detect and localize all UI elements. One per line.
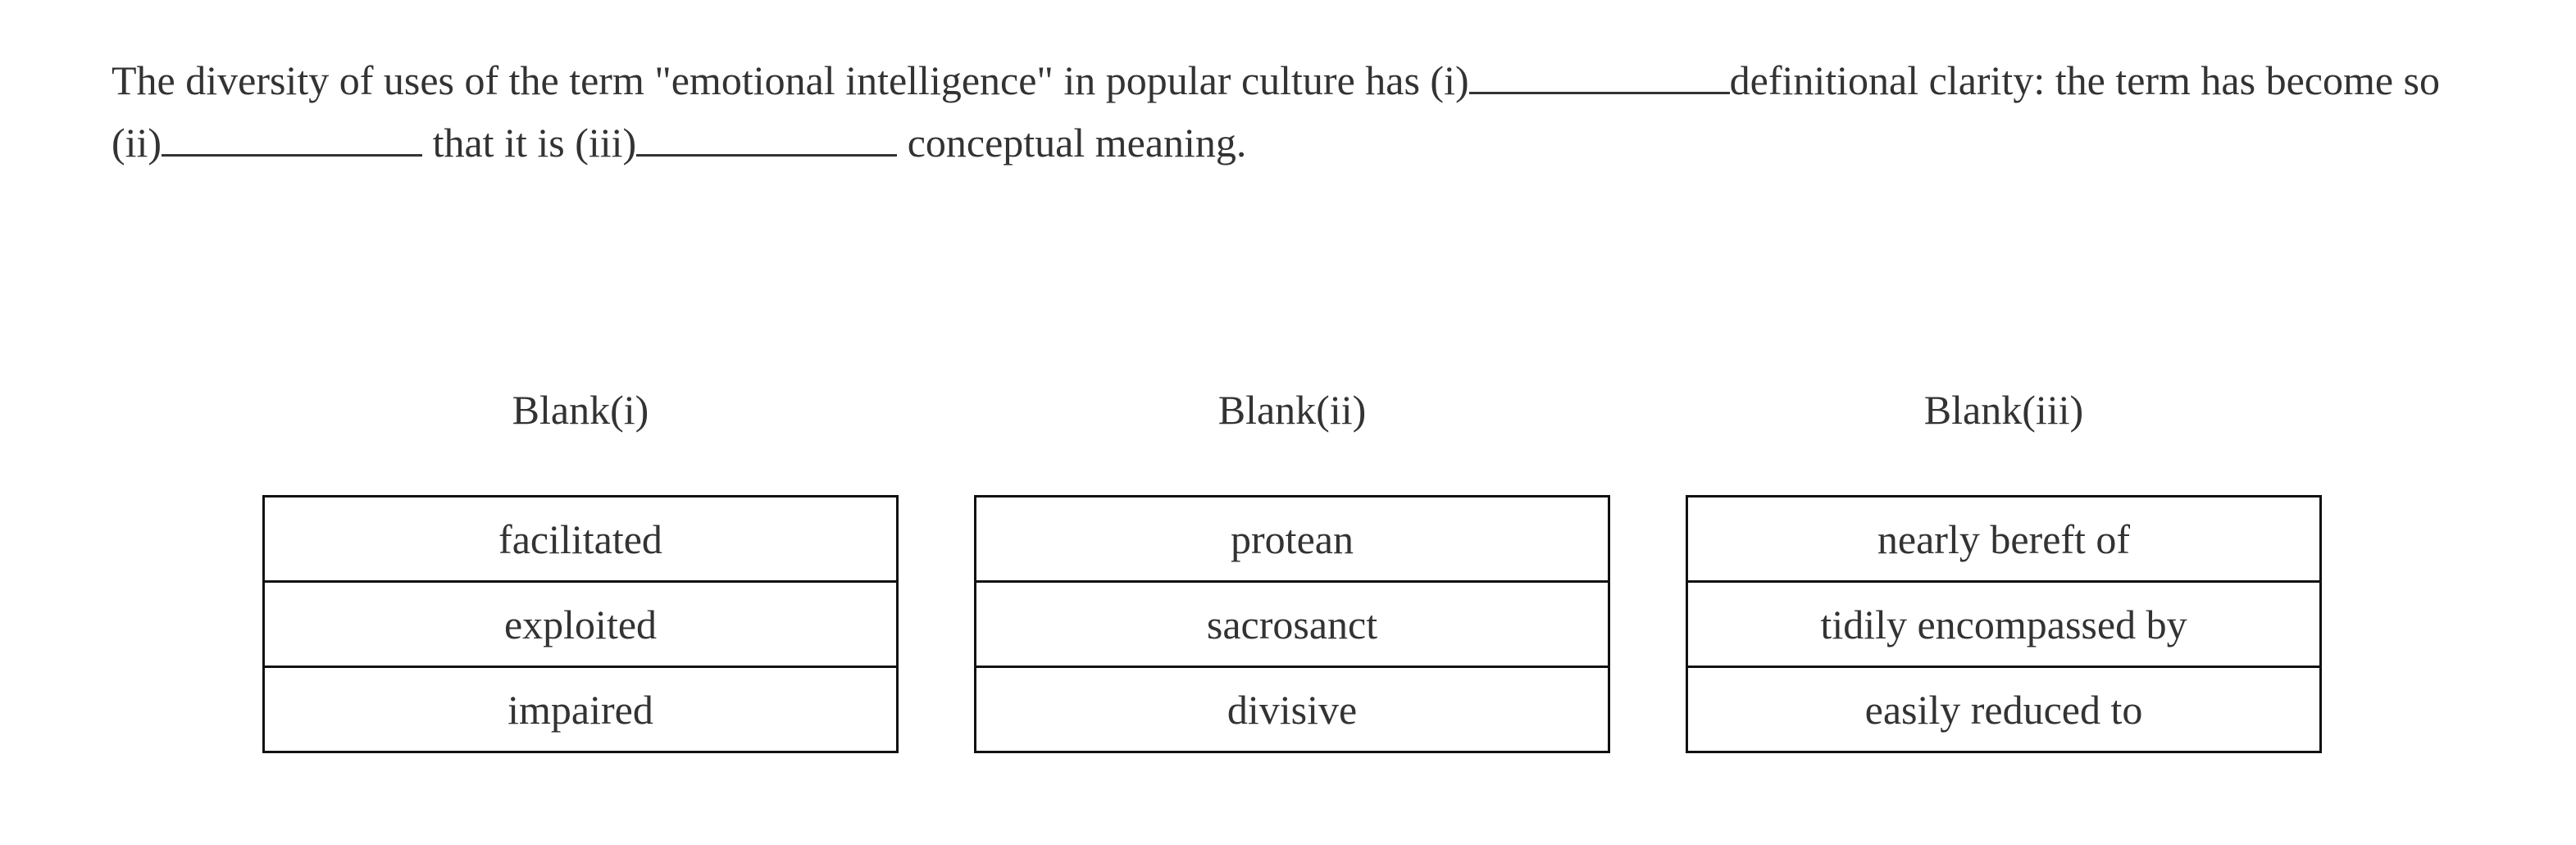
blank-i-choices: facilitated exploited impaired [262, 495, 899, 753]
choice-tidily-encompassed-by[interactable]: tidily encompassed by [1686, 580, 2322, 668]
choice-divisive[interactable]: divisive [974, 666, 1610, 753]
choice-nearly-bereft-of[interactable]: nearly bereft of [1686, 495, 2322, 583]
question-segment-1: The diversity of uses of the term "emoti… [112, 57, 1469, 103]
choice-exploited[interactable]: exploited [262, 580, 899, 668]
blank-ii-column: Blank(ii) protean sacrosanct divisive [974, 377, 1610, 753]
blank-ii-choices: protean sacrosanct divisive [974, 495, 1610, 753]
blank-iii-column: Blank(iii) nearly bereft of tidily encom… [1686, 377, 2322, 753]
choice-sacrosanct[interactable]: sacrosanct [974, 580, 1610, 668]
blank-ii-line [162, 121, 423, 157]
blank-i-label: Blank(i) [512, 387, 649, 433]
blank-iii-line [636, 121, 898, 157]
choice-protean[interactable]: protean [974, 495, 1610, 583]
question-segment-2: definitional clarity: the term has becom… [112, 57, 2441, 166]
choice-impaired[interactable]: impaired [262, 666, 899, 753]
blank-i-line [1468, 59, 1730, 94]
blank-i-column: Blank(i) facilitated exploited impaired [262, 377, 899, 753]
blank-iii-label: Blank(iii) [1923, 387, 2084, 433]
choice-facilitated[interactable]: facilitated [262, 495, 899, 583]
blank-iii-choices: nearly bereft of tidily encompassed by e… [1686, 495, 2322, 753]
question-segment-4: conceptual meaning. [897, 120, 1247, 166]
choice-easily-reduced-to[interactable]: easily reduced to [1686, 666, 2322, 753]
question-segment-3: that it is (iii) [422, 120, 637, 166]
blank-ii-label: Blank(ii) [1217, 387, 1367, 433]
question-text: The diversity of uses of the term "emoti… [112, 49, 2473, 174]
